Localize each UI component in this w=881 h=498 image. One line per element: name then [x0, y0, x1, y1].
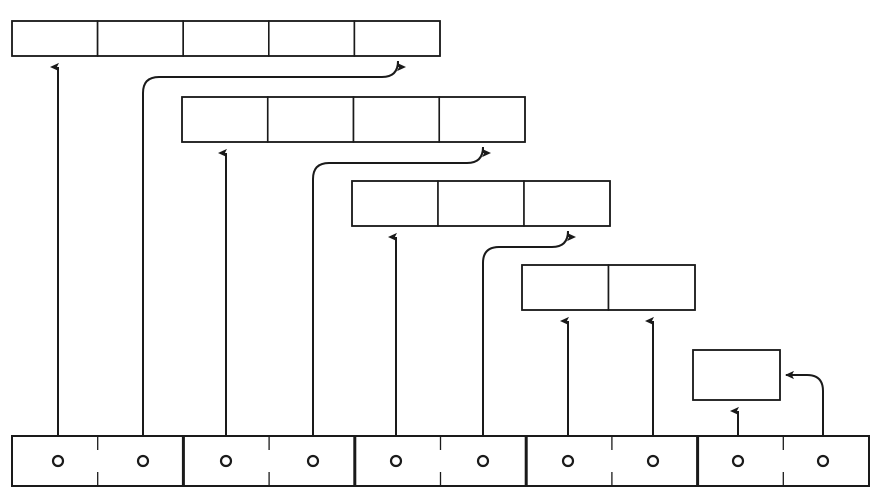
- array-cell[interactable]: [352, 96, 441, 143]
- array-cell[interactable]: [521, 264, 610, 311]
- array-cell[interactable]: [607, 264, 696, 311]
- array-2: [181, 96, 526, 143]
- array-cell[interactable]: [266, 96, 355, 143]
- pointer-dot[interactable]: [219, 454, 233, 468]
- array-outline: [11, 20, 441, 57]
- pointer-dot[interactable]: [136, 454, 150, 468]
- array-cell[interactable]: [438, 96, 526, 143]
- array-1: [11, 20, 441, 57]
- array-outline: [692, 349, 781, 401]
- array-cell[interactable]: [523, 180, 611, 227]
- connector-side-curve[interactable]: [785, 370, 824, 436]
- pointer-row-outline: [11, 435, 870, 487]
- array-cell[interactable]: [437, 180, 525, 227]
- array-5: [692, 349, 781, 401]
- array-cell[interactable]: [353, 20, 441, 57]
- array-cell[interactable]: [692, 349, 781, 401]
- array-outline: [521, 264, 696, 311]
- pointer-row-layer: [11, 435, 870, 487]
- pointer-dot[interactable]: [51, 454, 65, 468]
- connector-s-curve[interactable]: [142, 60, 406, 436]
- pointer-dot[interactable]: [646, 454, 660, 468]
- pointer-dot[interactable]: [816, 454, 830, 468]
- array-cell[interactable]: [11, 20, 99, 57]
- pointer-dot[interactable]: [306, 454, 320, 468]
- array-outline: [181, 96, 526, 143]
- connector-s-curve[interactable]: [312, 146, 491, 436]
- pointer-dot[interactable]: [561, 454, 575, 468]
- pointer-dot[interactable]: [731, 454, 745, 468]
- connectors-layer: [50, 60, 824, 436]
- array-cell[interactable]: [267, 20, 356, 57]
- pointer-dot[interactable]: [389, 454, 403, 468]
- array-cell[interactable]: [351, 180, 439, 227]
- array-4: [521, 264, 696, 311]
- pointer-dot[interactable]: [476, 454, 490, 468]
- array-outline: [351, 180, 611, 227]
- array-cell[interactable]: [182, 20, 270, 57]
- array-3: [351, 180, 611, 227]
- arrays-layer: [11, 20, 781, 401]
- connector-s-curve[interactable]: [482, 230, 576, 436]
- array-cell[interactable]: [181, 96, 269, 143]
- array-cell[interactable]: [96, 20, 184, 57]
